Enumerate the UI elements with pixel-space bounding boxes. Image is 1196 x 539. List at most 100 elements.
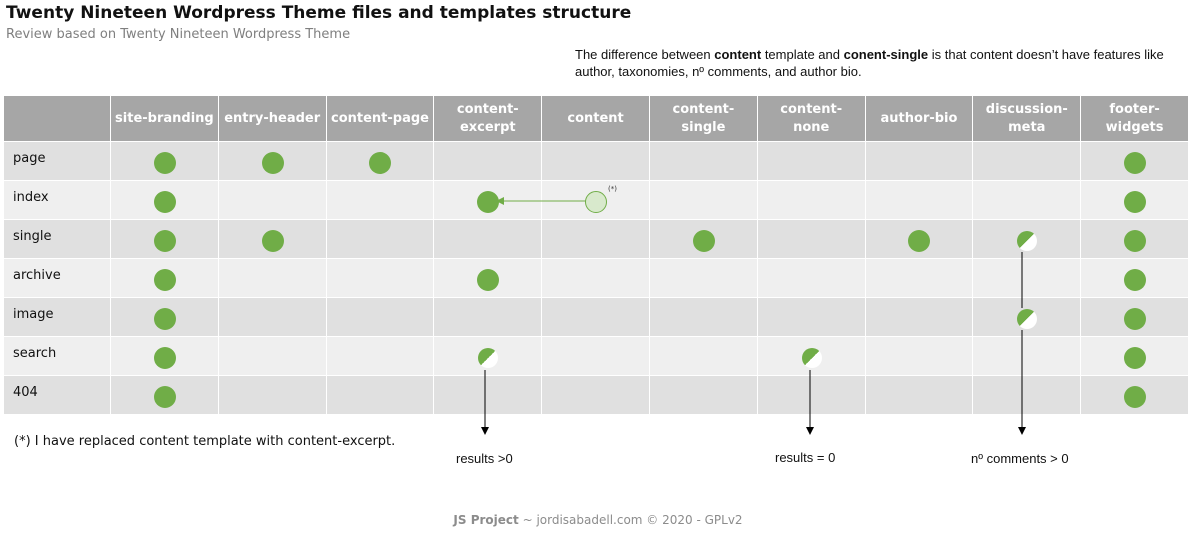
usage-mark — [153, 385, 176, 408]
matrix-cell — [973, 180, 1082, 219]
usage-mark — [692, 229, 715, 252]
usage-mark — [153, 268, 176, 291]
column-header: content- none — [757, 96, 866, 141]
matrix-cell — [542, 141, 650, 180]
matrix-cell — [434, 297, 543, 336]
matrix-cell — [218, 141, 327, 180]
matrix-cell — [973, 375, 1082, 414]
matrix-cell — [973, 297, 1082, 336]
matrix-cell — [434, 180, 543, 219]
matrix-cell — [757, 336, 866, 375]
matrix-cell — [218, 219, 327, 258]
usage-mark — [153, 190, 176, 213]
usage-mark — [477, 190, 500, 213]
matrix-cell — [218, 375, 327, 414]
usage-mark — [1124, 151, 1147, 174]
matrix-cell — [1081, 336, 1189, 375]
conditional-usage-mark — [1017, 230, 1038, 251]
matrix-cell — [865, 219, 974, 258]
matrix-cell — [650, 219, 758, 258]
column-header: entry-header — [218, 96, 327, 141]
caption-comments: nº comments > 0 — [971, 451, 1069, 466]
row-label-cell: 404 — [4, 375, 111, 414]
row-label-cell: search — [4, 336, 111, 375]
caption-results-eq0: results = 0 — [775, 450, 836, 465]
matrix-cell — [1081, 258, 1189, 297]
column-header-label: content- none — [780, 101, 843, 135]
matrix-cell — [757, 180, 866, 219]
usage-mark — [1124, 307, 1147, 330]
column-header-label: entry-header — [224, 110, 321, 126]
column-header-label: content- excerpt — [456, 101, 519, 135]
column-header: content-page — [326, 96, 435, 141]
matrix-cell — [650, 180, 758, 219]
caption-results-gt0: results >0 — [456, 451, 513, 466]
column-header-label: footer- widgets — [1105, 101, 1164, 135]
matrix-cell — [865, 180, 974, 219]
column-header: site-branding — [111, 96, 219, 141]
matrix-cell — [434, 141, 543, 180]
column-header: footer- widgets — [1081, 96, 1189, 141]
usage-mark — [153, 229, 176, 252]
usage-mark — [477, 268, 500, 291]
usage-mark — [369, 151, 392, 174]
footer-brand: JS Project — [453, 513, 519, 527]
matrix-cell — [757, 375, 866, 414]
usage-mark — [1124, 346, 1147, 369]
matrix-cell — [542, 336, 650, 375]
note-text-1: The difference between — [575, 47, 715, 62]
matrix-cell — [326, 141, 435, 180]
template-matrix: site-branding entry-header content-page con… — [4, 96, 1189, 416]
matrix-cell — [865, 297, 974, 336]
matrix-cell — [326, 180, 435, 219]
footer-text: ~ jordisabadell.com © 2020 - GPLv2 — [518, 513, 743, 527]
matrix-cell — [1081, 180, 1189, 219]
row-label: search — [13, 346, 57, 361]
matrix-cell — [326, 219, 435, 258]
row-label-cell: archive — [4, 258, 111, 297]
row-label: single — [13, 229, 52, 244]
column-header: content — [542, 96, 650, 141]
usage-mark — [261, 229, 284, 252]
note-text-2: template and — [761, 47, 844, 62]
matrix-cell — [1081, 297, 1189, 336]
row-label-cell: single — [4, 219, 111, 258]
matrix-cell — [111, 141, 219, 180]
column-header: discussion- meta — [973, 96, 1082, 141]
column-header-label: site-branding — [115, 110, 214, 126]
replaced-marker: (*) — [608, 185, 617, 193]
usage-mark — [153, 307, 176, 330]
matrix-cell — [650, 336, 758, 375]
matrix-cell — [650, 141, 758, 180]
matrix-cell — [973, 141, 1082, 180]
matrix-cell — [650, 375, 758, 414]
matrix-cell — [434, 219, 543, 258]
matrix-cell — [326, 375, 435, 414]
column-header-label: content-page — [330, 110, 429, 126]
matrix-cell — [1081, 219, 1189, 258]
matrix-cell — [111, 219, 219, 258]
column-header: author-bio — [865, 96, 974, 141]
usage-mark — [261, 151, 284, 174]
column-header: content- excerpt — [434, 96, 543, 141]
note-bold-content: content — [714, 47, 762, 62]
matrix-cell — [650, 258, 758, 297]
usage-mark — [1124, 229, 1147, 252]
column-header-label: author-bio — [880, 110, 958, 126]
column-header-label: content — [567, 110, 624, 126]
row-label: index — [13, 190, 49, 205]
matrix-cell — [111, 258, 219, 297]
matrix-cell — [326, 336, 435, 375]
matrix-cell — [542, 258, 650, 297]
matrix-cell — [650, 297, 758, 336]
matrix-cell — [111, 375, 219, 414]
row-label: 404 — [13, 385, 38, 400]
matrix-cell — [434, 258, 543, 297]
matrix-cell — [111, 336, 219, 375]
matrix-cell — [111, 180, 219, 219]
matrix-cell — [865, 141, 974, 180]
row-label-cell: page — [4, 141, 111, 180]
conditional-usage-mark — [478, 347, 499, 368]
note-bold-conent-single: conent-single — [843, 47, 929, 62]
